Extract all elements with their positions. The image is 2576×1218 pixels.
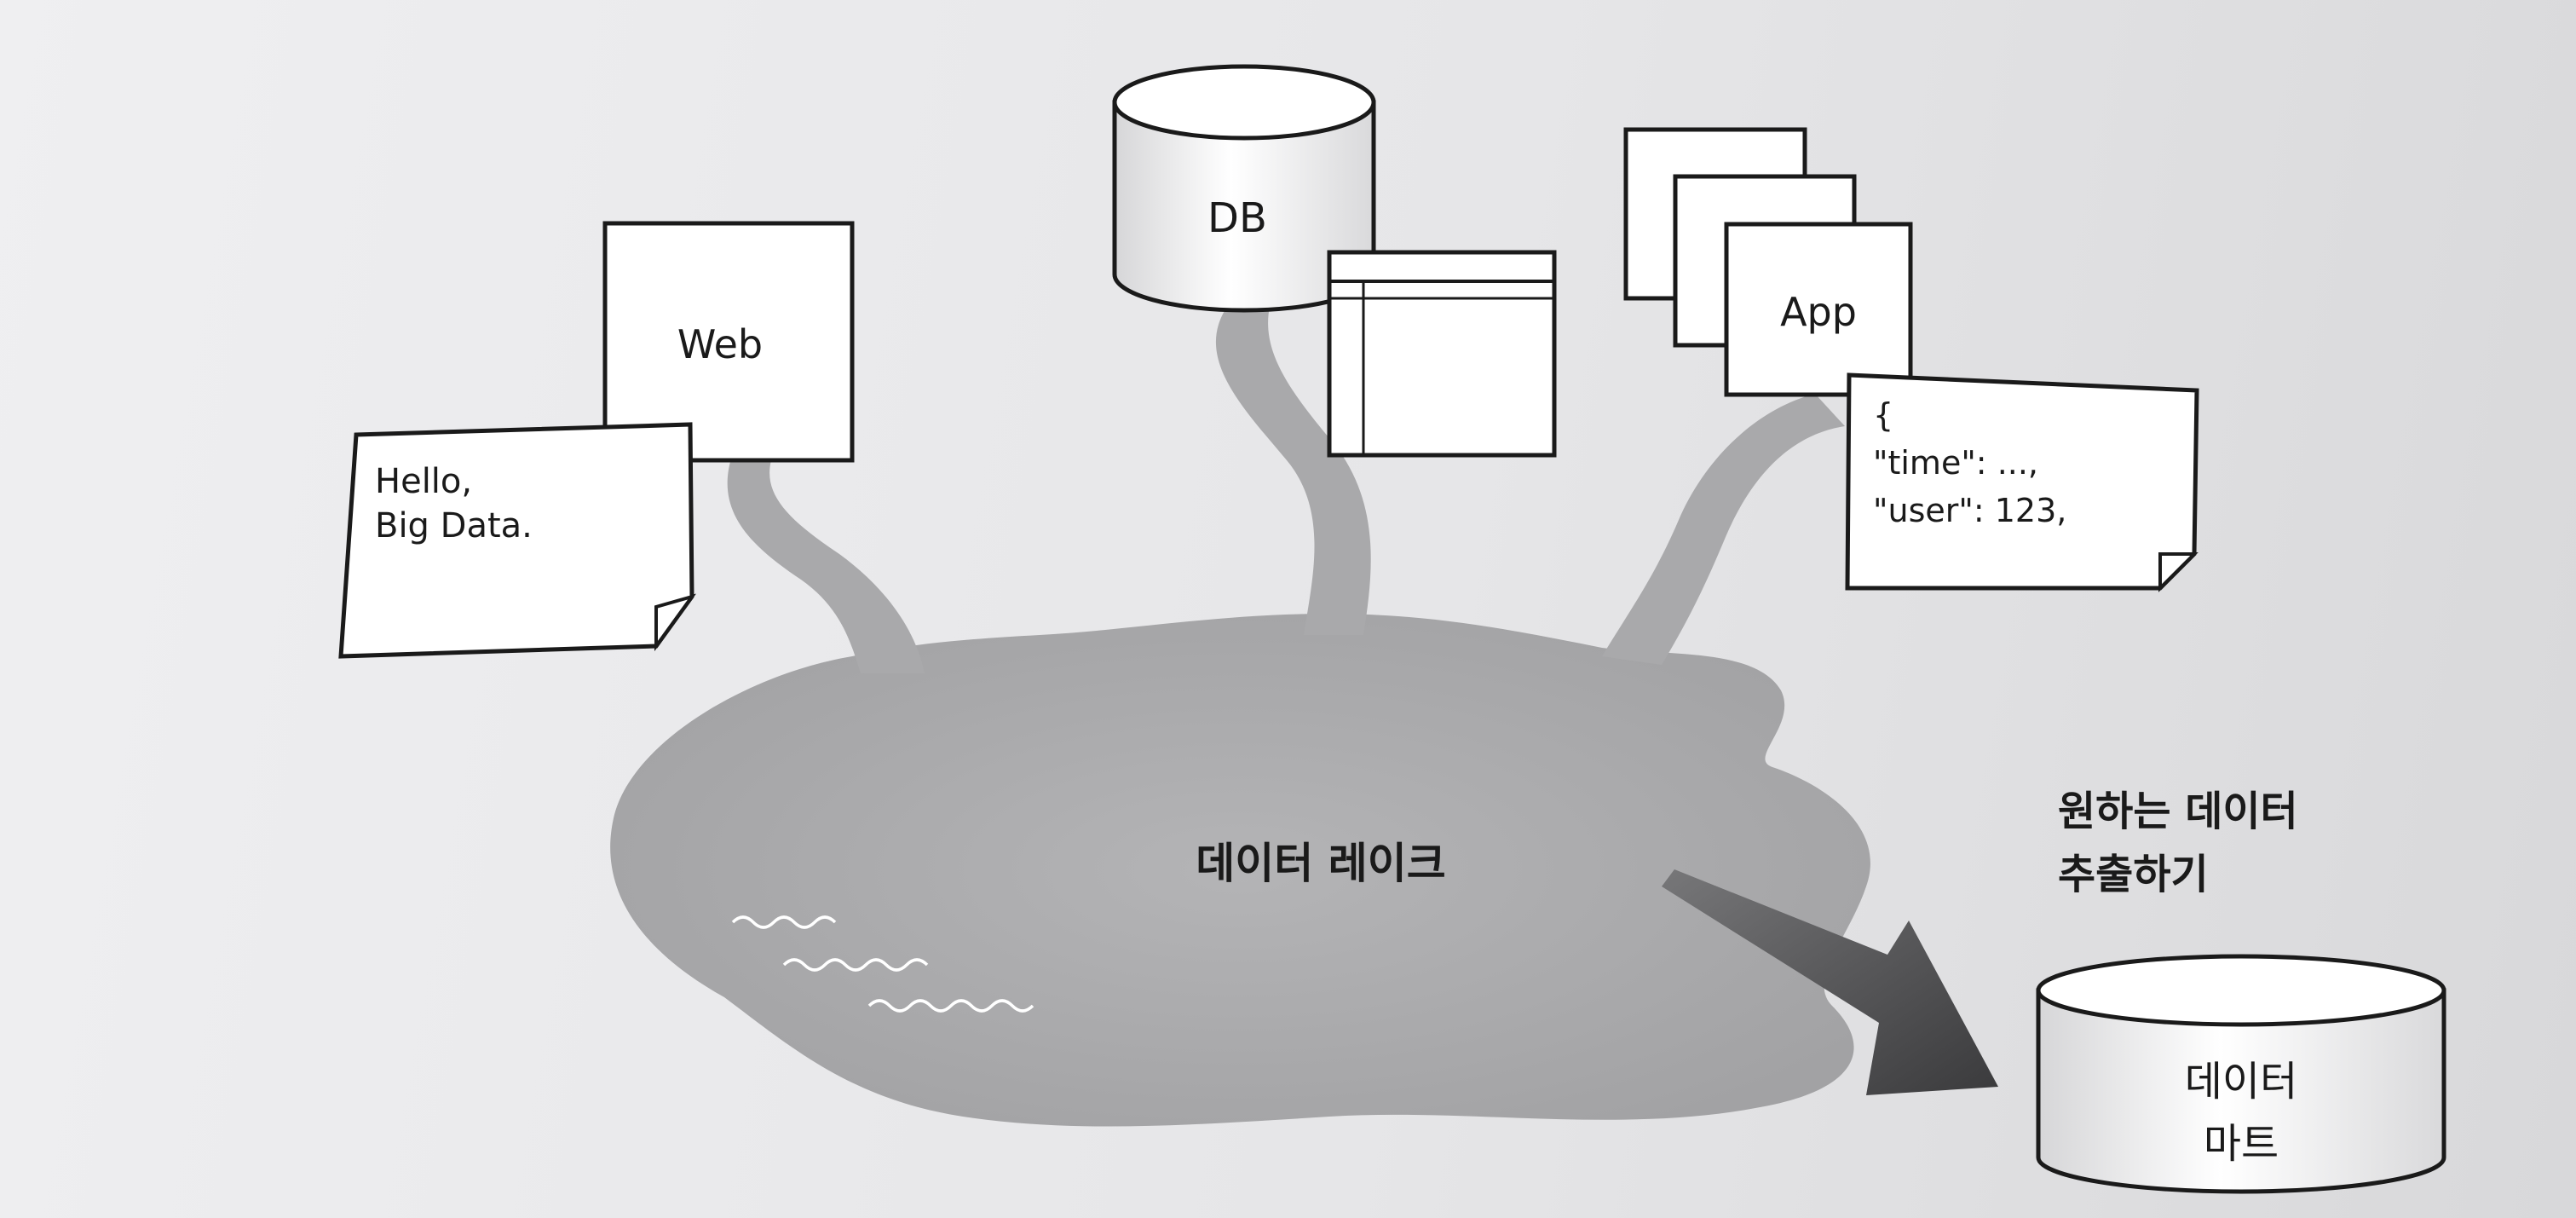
extract-line1: 원하는 데이터 xyxy=(2058,788,2298,835)
json-line2: "time": ..., xyxy=(1873,444,2038,482)
data-lake: 데이터 레이크 xyxy=(610,614,1870,1127)
json-document: { "time": ..., "user": 123, xyxy=(1847,375,2197,588)
json-line1: { xyxy=(1873,396,1893,434)
web-label: Web xyxy=(677,321,763,367)
table-window xyxy=(1329,252,1554,455)
app-label: App xyxy=(1780,289,1857,335)
json-line3: "user": 123, xyxy=(1873,492,2066,529)
extract-line2: 추출하기 xyxy=(2058,851,2209,898)
mart-top xyxy=(2038,956,2444,1025)
lake-label: 데이터 레이크 xyxy=(1196,839,1445,888)
app-stack: App xyxy=(1626,130,1910,395)
mart-line1: 데이터 xyxy=(2185,1058,2297,1105)
json-doc-fold xyxy=(2160,554,2194,588)
json-doc-shape xyxy=(1847,375,2197,588)
text-doc-line2: Big Data. xyxy=(375,506,533,546)
stream-app xyxy=(1602,394,1845,665)
db-top xyxy=(1115,66,1374,138)
text-document: Hello, Big Data. xyxy=(341,424,692,656)
stream-web xyxy=(728,459,925,673)
data-mart-cylinder: 데이터 마트 xyxy=(2038,956,2444,1192)
db-label: DB xyxy=(1207,194,1267,242)
text-doc-line1: Hello, xyxy=(375,462,472,501)
text-doc-fold xyxy=(656,597,692,646)
mart-line2: 마트 xyxy=(2204,1120,2279,1168)
